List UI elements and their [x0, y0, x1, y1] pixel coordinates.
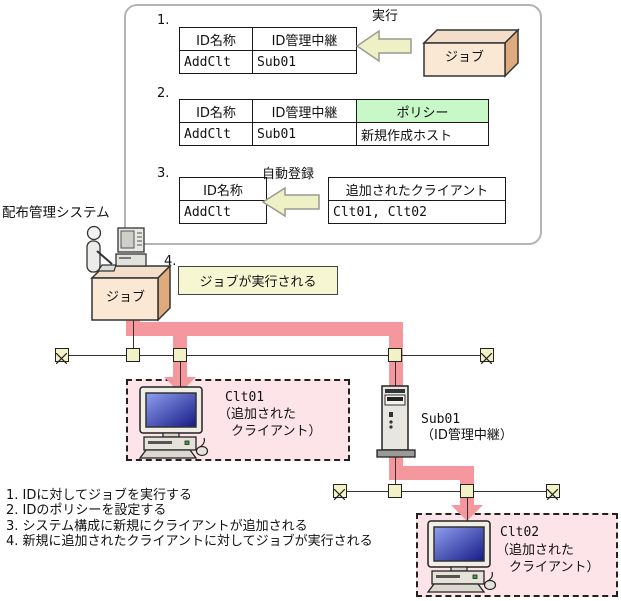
client-computer-icon: [426, 520, 497, 593]
step3-client-table: 追加されたクライアント Clt01, Clt02: [328, 177, 506, 224]
clt02-desc-1: （追加された: [496, 543, 575, 558]
job-box-3d-main: ジョブ: [90, 264, 172, 322]
step2-number: 2.: [157, 86, 170, 101]
network-line: [180, 362, 181, 404]
legend-item-3: 3. システム構成に新規にクライアントが追加される: [6, 518, 308, 534]
network-line: [62, 355, 487, 356]
block-arrow-left-icon: [356, 29, 412, 63]
step2-header-id: ID名称: [179, 99, 253, 123]
clt02-desc-2: クライアント）: [509, 560, 600, 575]
clt01-desc-1: （追加された: [218, 407, 297, 422]
step1-header-id: ID名称: [179, 27, 253, 51]
step3-header-clients: 追加されたクライアント: [328, 177, 506, 201]
step2-cell-policy: 新規作成ホスト: [356, 122, 489, 146]
clt01-desc-2: クライアント）: [231, 424, 322, 439]
legend-item-2: 2. IDのポリシーを設定する: [6, 503, 167, 519]
network-terminator-icon: [55, 348, 69, 365]
step2-header-policy: ポリシー: [356, 99, 489, 123]
step3-id-table: ID名称 AddClt: [179, 177, 267, 224]
legend-item-4: 4. 新規に追加されたクライアントに対してジョブが実行される: [6, 533, 373, 549]
flow-segment: [126, 322, 403, 336]
network-terminator-icon: [480, 348, 494, 365]
step1-header-relay: ID管理中継: [252, 27, 357, 51]
step2-cell-id: AddClt: [179, 122, 253, 146]
flow-segment: [389, 466, 474, 480]
step3-number: 3.: [157, 166, 170, 181]
legend-item-1: 1. IDに対してジョブを実行する: [6, 488, 192, 503]
block-arrow-left-icon: [262, 186, 320, 218]
sub01-desc: （ID管理中継）: [421, 428, 513, 443]
network-line: [133, 320, 134, 355]
job-box-label: ジョブ: [105, 290, 145, 305]
step1-cell-id: AddClt: [179, 50, 253, 74]
sub01-name: Sub01: [421, 412, 461, 427]
network-hub-icon: [173, 348, 187, 362]
network-hub-icon: [388, 348, 402, 362]
network-hub-icon: [388, 484, 402, 498]
box-3d-icon: [422, 28, 520, 78]
network-line: [467, 498, 468, 535]
step1-cell-relay: Sub01: [252, 50, 357, 74]
network-hub-icon: [460, 484, 474, 498]
network-terminator-icon: [546, 484, 560, 501]
system-label: 配布管理システム: [2, 205, 110, 221]
step3-cell-clients: Clt01, Clt02: [328, 200, 506, 224]
step1-table: ID名称 ID管理中継 AddClt Sub01: [179, 27, 357, 74]
step1-number: 1.: [157, 13, 170, 28]
client-computer-icon: [138, 386, 209, 459]
server-tower-icon: [376, 385, 416, 458]
network-hub-icon: [126, 348, 140, 362]
step4-number: 4.: [164, 254, 177, 269]
operator-at-computer-icon: [86, 225, 147, 273]
network-line: [340, 491, 553, 492]
step2-header-relay: ID管理中継: [252, 99, 357, 123]
legend-list: 1. IDに対してジョブを実行する 2. IDのポリシーを設定する 3. システ…: [6, 488, 373, 549]
step1-arrow-label: 実行: [372, 9, 399, 24]
job-box-label: ジョブ: [444, 50, 484, 65]
clt01-name: Clt01: [225, 390, 265, 405]
step3-cell-id: AddClt: [179, 200, 267, 224]
network-terminator-icon: [333, 484, 347, 501]
step3-header-id: ID名称: [179, 177, 267, 201]
step2-table: ID名称 ID管理中継 ポリシー AddClt Sub01 新規作成ホスト: [179, 99, 489, 146]
job-box-3d-callout: ジョブ: [422, 28, 520, 78]
box-3d-icon: [90, 264, 172, 322]
step2-cell-relay: Sub01: [252, 122, 357, 146]
step3-arrow-label: 自動登録: [262, 167, 315, 182]
clt02-name: Clt02: [500, 525, 540, 540]
step4-note: ジョブが実行される: [178, 266, 338, 295]
